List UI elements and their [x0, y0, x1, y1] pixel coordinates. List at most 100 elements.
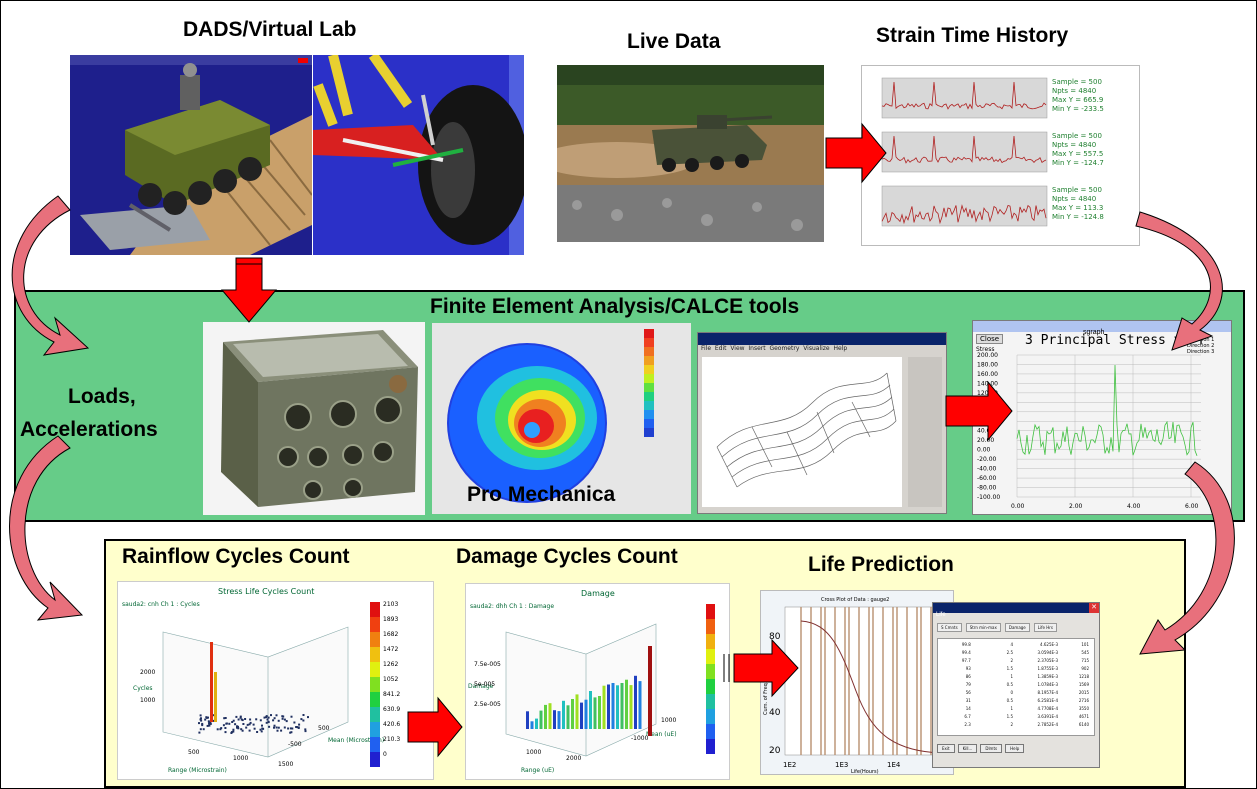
rainflow-point [290, 731, 293, 734]
damage-bar [634, 675, 637, 729]
life-dialog-cell: 6.2581E-4 [1037, 698, 1058, 703]
life-dialog-button[interactable]: Kill... [957, 744, 978, 753]
damage-bar [593, 697, 597, 729]
life-dialog-cell: 2.5 [1006, 650, 1013, 655]
damage-colorbar-swatch [706, 709, 715, 724]
damage-bar [557, 711, 561, 729]
fea-legend-swatch [644, 365, 654, 374]
fea-legend-swatch [644, 410, 654, 419]
rainflow-point [220, 727, 223, 730]
stress-y-tick: 160.00 [977, 371, 998, 378]
rainflow-point [291, 727, 294, 730]
life-dialog-cell: 6140 [1078, 722, 1089, 727]
close-icon[interactable]: ✕ [1089, 603, 1099, 613]
fea-menu-insert[interactable]: Insert [748, 345, 766, 352]
fea-menu-file[interactable]: File [701, 345, 712, 352]
life-dialog-cell: 902 [1081, 666, 1089, 671]
damage-bar [535, 718, 538, 729]
damage-colorbar-swatch [706, 664, 715, 679]
strain-stats-1: Sample = 500 Npts = 4840 Max Y = 665.9 M… [1052, 78, 1104, 114]
rainflow-x-tick: 1500 [278, 761, 293, 768]
rainflow-point [235, 715, 238, 718]
fea-menu-edit[interactable]: Edit [714, 345, 727, 352]
life-dialog-header[interactable]: Life Hrs [1033, 623, 1057, 632]
rainflow-point [240, 718, 243, 721]
strain-npts-1: Npts = 4840 [1052, 87, 1097, 95]
life-dialog-cell: 4671 [1078, 714, 1089, 719]
damage-colorbar-swatch [706, 679, 715, 694]
damage-bar [580, 702, 583, 729]
stress-y-label: Stress [976, 346, 994, 353]
rainflow-point [248, 723, 251, 726]
life-dialog-cell: 4 [1010, 642, 1013, 647]
rainflow-point [208, 724, 211, 727]
rainflow-point [237, 727, 240, 730]
fea-menu-geometry[interactable]: Geometry [769, 345, 800, 352]
rainflow-y-tick: -500 [288, 741, 302, 748]
life-dialog-header[interactable]: S Cmnts [937, 623, 962, 632]
fea-legend-swatch [644, 419, 654, 428]
life-dialog-header[interactable]: Damage [1004, 623, 1030, 632]
strain-miny-1: Min Y = -233.5 [1052, 105, 1104, 113]
fea-menu-view[interactable]: View [730, 345, 745, 352]
life-dialog-button[interactable]: Exit [937, 744, 955, 753]
life-dialog-cell: 715 [1081, 658, 1089, 663]
strain-maxy-2: Max Y = 557.5 [1052, 150, 1104, 158]
strain-history-title: Strain Time History [876, 24, 1069, 47]
damage-bar [607, 684, 610, 729]
life-dialog-button[interactable]: Help [1005, 744, 1025, 753]
rainflow-point [302, 719, 305, 722]
rainflow-colorbar-label: 841.2 [383, 691, 400, 698]
rainflow-point [267, 716, 270, 719]
fea-menu-help[interactable]: Help [833, 345, 848, 352]
life-dialog-cell: 99.4 [961, 650, 971, 655]
fea-menu-visualize[interactable]: Visualize [803, 345, 830, 352]
rainflow-point [283, 718, 286, 721]
rainflow-point [206, 724, 209, 727]
strain-plot-area [881, 131, 1048, 173]
rainflow-point [285, 720, 288, 723]
rainflow-colorbar-swatch [370, 737, 380, 752]
stress-y-tick: -80.00 [977, 485, 997, 492]
loads-title-line2: Accelerations [20, 418, 158, 441]
rainflow-point [273, 724, 276, 727]
rainflow-point [283, 726, 286, 729]
damage-bar [620, 683, 624, 729]
rainflow-point [259, 728, 262, 731]
rainflow-point [272, 719, 275, 722]
life-dialog-button[interactable]: Dlmts [980, 744, 1003, 753]
rainflow-point [199, 728, 202, 731]
rainflow-point [259, 719, 262, 722]
damage-z-tick: 7.5e-005 [474, 661, 501, 668]
rainflow-point [224, 727, 227, 729]
life-y-tick: 20 [769, 746, 781, 756]
damage-bar [544, 704, 547, 729]
principal-stress-close-button[interactable]: Close [976, 334, 1004, 344]
stress-x-tick: 2.00 [1069, 503, 1083, 510]
rainflow-point [304, 728, 307, 731]
strain-trace [881, 204, 1047, 225]
stress-y-tick: 80.00 [977, 409, 994, 416]
rainflow-point [275, 726, 278, 729]
rainflow-point [266, 718, 269, 721]
damage-chart-subtitle: sauda2: dhh Ch 1 : Damage [470, 603, 554, 610]
life-dialog-cell: 2.3 [964, 722, 971, 727]
stress-x-tick: 6.00 [1185, 503, 1199, 510]
damage-bar [571, 699, 574, 729]
rainflow-point [246, 723, 249, 726]
life-dialog-cell: 4.625E-3 [1040, 642, 1058, 647]
rainflow-point [223, 717, 226, 720]
life-dialog-header[interactable]: Strn min-max [965, 623, 1001, 632]
rainflow-x-tick: 500 [188, 749, 200, 756]
rainflow-point [290, 715, 293, 718]
rainflow-point [256, 731, 259, 733]
strain-trace [881, 135, 1047, 164]
